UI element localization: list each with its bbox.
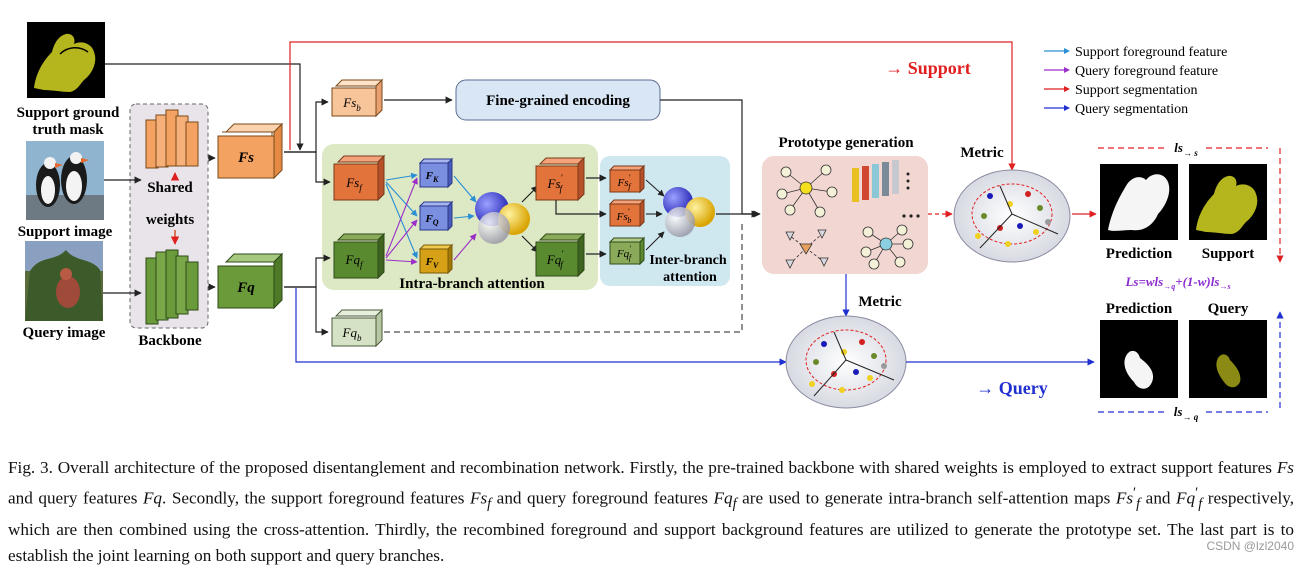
fq-f-prime-label: Fq′f [546, 249, 564, 270]
fs-f-label: Fsf [345, 175, 363, 193]
metric-top-label: Metric [960, 145, 1004, 161]
support-output-label: Support [1202, 246, 1255, 262]
support-image-label: Support image [18, 224, 113, 240]
metric-top-plot [953, 169, 1071, 263]
legend-arrowhead [1064, 67, 1070, 73]
prototype-bars [852, 160, 920, 218]
fs-b-prime-label: Fs′b [616, 207, 632, 225]
fv-label: FV [425, 256, 439, 270]
fq-f-prime2-label: Fq′f [616, 244, 633, 262]
fq-b-cube [331, 308, 384, 348]
ls-s-label: ls→ s [1174, 140, 1198, 158]
support-image [26, 141, 104, 220]
legend-item: Support foreground feature [1044, 45, 1227, 60]
query-backbone-layers [145, 249, 199, 325]
prototype-graph-1 [776, 164, 838, 218]
fq-f-prime-cube [535, 232, 586, 278]
inter-attention-spheres [663, 187, 715, 237]
legend-arrowhead [1064, 48, 1070, 54]
legend-arrowhead [1064, 86, 1070, 92]
fq-f-label: Fqf [345, 252, 364, 270]
fs-f-prime2-cube [608, 164, 646, 194]
fs-b-label: Fsb [342, 95, 361, 113]
support-backbone-layers [145, 109, 199, 169]
fs-label: Fs [237, 150, 254, 166]
metric-bottom-plot [785, 315, 907, 409]
fv-cube [418, 243, 454, 275]
query-gt-image [1189, 320, 1267, 398]
fq-b-label: Fqb [342, 325, 362, 343]
legend-item: Support segmentation [1044, 83, 1198, 98]
legend-label: Support segmentation [1075, 83, 1198, 98]
support-mask-label: Support ground [17, 105, 120, 121]
fq-q-cube [418, 200, 454, 232]
fs-b-prime-cube [608, 198, 646, 228]
inter-branch-label: Inter-branch [649, 253, 726, 268]
backbone-label: Backbone [138, 333, 202, 349]
support-mask-label-2: truth mask [32, 122, 104, 138]
prototype-generation-label: Prototype generation [778, 135, 914, 151]
prediction-bottom-label: Prediction [1106, 301, 1173, 317]
shared-weights-label-2: weights [146, 212, 194, 228]
inter-branch-label-2: attention [663, 270, 717, 285]
intra-attention-spheres [475, 192, 530, 244]
shared-weights-label: Shared [147, 180, 193, 196]
fs-f-prime-label: Fs′f [547, 173, 564, 194]
legend-label: Support foreground feature [1075, 45, 1227, 60]
watermark: CSDN @lzl2040 [1206, 539, 1294, 553]
legend-label: Query foreground feature [1075, 64, 1218, 79]
loss-formula: Ls=wls→q+(1-w)ls→s [1124, 274, 1230, 291]
fs-b-cube [331, 78, 384, 118]
ls-q-label: ls→ q [1174, 404, 1199, 422]
fk-cube [418, 157, 454, 189]
legend-arrowhead [1064, 105, 1070, 111]
architecture-diagram: Support ground truth mask Support image … [17, 22, 1284, 422]
fk-label: FK [425, 170, 439, 184]
support-mask-image [27, 22, 105, 98]
query-image [25, 241, 103, 321]
fq-q-label: FQ [424, 213, 438, 227]
fs-f-prime-cube [535, 156, 586, 202]
query-prediction-image [1100, 320, 1178, 398]
figure-caption: Fig. 3. Overall architecture of the prop… [8, 458, 1295, 565]
intra-branch-label: Intra-branch attention [399, 276, 545, 292]
fq-label: Fq [236, 280, 255, 296]
query-output-label: Query [1208, 301, 1249, 317]
fs-f-cube [333, 154, 386, 202]
fs-f-prime2-label: Fs′f [617, 173, 633, 191]
fq-f-cube [333, 232, 386, 280]
legend-item: Query segmentation [1044, 102, 1188, 117]
prototype-graph-2 [785, 229, 829, 269]
prediction-top-label: Prediction [1106, 246, 1173, 262]
fs-feature-cube [217, 122, 284, 180]
fine-grained-encoding-label: Fine-grained encoding [486, 93, 630, 109]
fq-feature-cube [217, 252, 284, 310]
support-branch-label: → Support [885, 58, 971, 78]
query-branch-label: → Query [976, 378, 1048, 398]
intra-attention-arrows [385, 172, 477, 265]
legend-label: Query segmentation [1075, 102, 1188, 117]
legend-item: Query foreground feature [1044, 64, 1218, 79]
query-image-label: Query image [23, 325, 106, 341]
support-prediction-image [1100, 164, 1178, 240]
prototype-graph-3 [860, 224, 914, 270]
support-gt-image [1189, 164, 1267, 240]
fq-f-prime2-cube [608, 236, 646, 266]
metric-bottom-label: Metric [858, 294, 902, 310]
